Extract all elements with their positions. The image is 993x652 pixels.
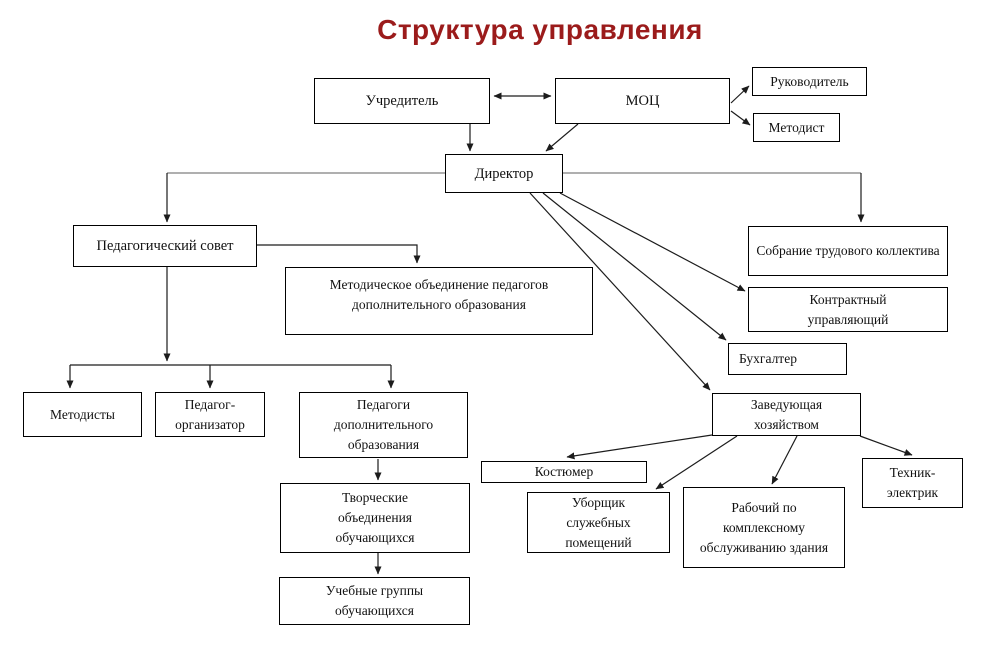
node-pedagogi: Педагоги дополнительного образования xyxy=(299,392,468,458)
node-tekhnik: Техник-электрик xyxy=(862,458,963,508)
node-direktor: Директор xyxy=(445,154,563,193)
node-pedsovet: Педагогический совет xyxy=(73,225,257,267)
edge-zavkhoz-kostyumer xyxy=(566,434,713,460)
page-title: Структура управления xyxy=(377,14,703,45)
node-metodist: Методист xyxy=(753,113,840,142)
node-kostyumer: Костюмер xyxy=(481,461,647,483)
node-rukovoditel: Руководитель xyxy=(752,67,867,96)
node-uborshchik: Уборщик служебных помещений xyxy=(527,492,670,553)
node-buhgalter: Бухгалтер xyxy=(728,343,847,375)
node-rabochiy: Рабочий по комплексному обслуживанию зда… xyxy=(683,487,845,568)
node-pedorg: Педагог-организатор xyxy=(155,392,265,437)
edge-zavkhoz-rabochiy xyxy=(771,435,798,485)
node-metodisty: Методисты xyxy=(23,392,142,437)
node-metodobedinenie: Методическое объединение педагогов допол… xyxy=(285,267,593,335)
edge-mots-direktor xyxy=(545,123,579,152)
edge-pedsovet-metodobedinenie xyxy=(257,244,421,264)
node-uchebnye: Учебные группы обучающихся xyxy=(279,577,470,625)
node-mots: МОЦ xyxy=(555,78,730,124)
edge-mots-rukovoditel xyxy=(730,85,750,104)
node-tvorcheskie: Творческие объединения обучающихся xyxy=(280,483,470,553)
edge-mots-metodist xyxy=(730,110,751,126)
node-zavkhoz: Заведующая хозяйством xyxy=(712,393,861,436)
node-kontraktny: Контрактный управляющий xyxy=(748,287,948,332)
node-uchreditel: Учредитель xyxy=(314,78,490,124)
edge-zavkhoz-tekhnik xyxy=(859,435,913,456)
node-sobranie: Собрание трудового коллектива xyxy=(748,226,948,276)
edge-zavkhoz-uborshchik xyxy=(655,435,738,490)
